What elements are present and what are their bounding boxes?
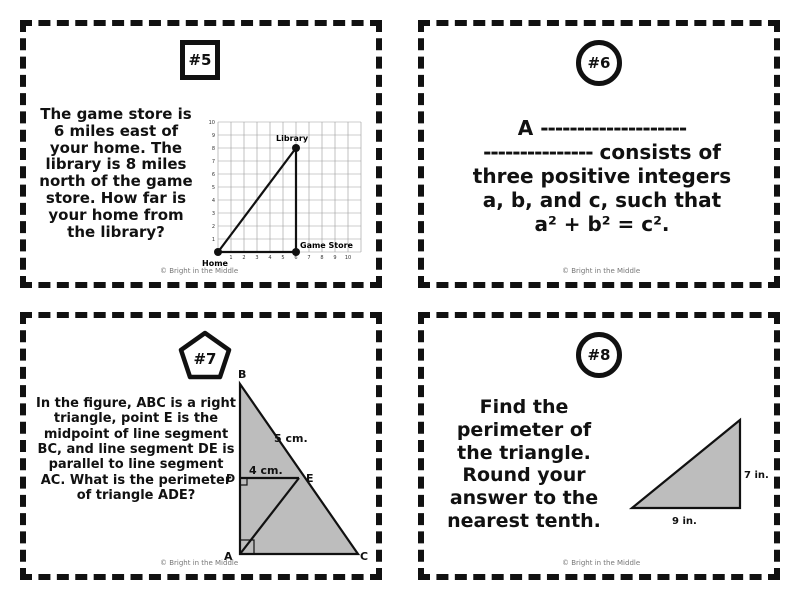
- copyright: © Bright in the Middle: [160, 559, 239, 567]
- game-store-label: Game Store: [300, 241, 354, 250]
- question-text: In the figure, ABC is a right triangle, …: [36, 396, 237, 503]
- copyright: © Bright in the Middle: [160, 267, 239, 275]
- point-e-label: E: [306, 472, 314, 485]
- right-triangle-figure: 7 in. 9 in.: [628, 417, 769, 527]
- height-label: 7 in.: [744, 470, 769, 481]
- right-angle-d: [239, 477, 248, 486]
- y-tick-labels: 1 2 3 4 5 6 7 8 9 10: [209, 120, 215, 243]
- definition-text: A -------------------- --------------- c…: [442, 116, 762, 236]
- triangle-abc: [238, 380, 361, 556]
- line4: a, b, and c, such that: [482, 188, 722, 212]
- x-tick: 4: [268, 255, 271, 261]
- card-number-badge: #8: [576, 332, 622, 378]
- y-tick: 10: [209, 120, 215, 126]
- task-card-6: #6 A -------------------- --------------…: [418, 20, 780, 288]
- pentagon-icon: [178, 330, 232, 380]
- blank-line-1: --------------------: [540, 116, 687, 140]
- question-text: Find the perimeter of the triangle. Roun…: [447, 396, 601, 532]
- card-number: #5: [188, 51, 212, 69]
- line1-prefix: A: [517, 116, 534, 140]
- x-tick: 6: [294, 255, 297, 261]
- triangle-figure: B A C D E 5 cm. 4 cm.: [224, 368, 368, 563]
- be-length-label: 5 cm.: [274, 432, 308, 445]
- coordinate-graph: 1 2 3 4 5 6 7 8 9 10 1 2 3 4 5 6 7 8 9 1…: [202, 120, 362, 268]
- point-d-label: D: [226, 472, 235, 485]
- x-tick: 9: [333, 255, 336, 261]
- y-tick: 2: [212, 224, 215, 230]
- x-tick: 7: [307, 255, 310, 261]
- x-tick: 1: [229, 255, 232, 261]
- y-tick: 9: [212, 133, 215, 139]
- card-number-badge: #7: [178, 330, 232, 380]
- y-tick: 1: [212, 237, 215, 243]
- x-tick: 3: [255, 255, 258, 261]
- equation: a² + b² = c².: [534, 212, 670, 236]
- x-tick: 2: [242, 255, 245, 261]
- task-card-8: #8 Find the perimeter of the triangle. R…: [418, 312, 780, 580]
- triangle-path: [217, 147, 298, 254]
- segment-ae: [239, 477, 300, 555]
- card-number: #7: [193, 350, 217, 368]
- vertex-a-label: A: [224, 550, 233, 563]
- de-length-label: 4 cm.: [249, 464, 283, 477]
- library-label: Library: [276, 134, 309, 143]
- y-tick: 3: [212, 211, 215, 217]
- card-number: #8: [587, 346, 611, 364]
- blank-line-2: ---------------: [483, 140, 594, 164]
- y-tick: 5: [212, 185, 215, 191]
- copyright: © Bright in the Middle: [562, 267, 641, 275]
- x-tick: 5: [281, 255, 284, 261]
- y-tick: 7: [212, 159, 215, 165]
- home-label: Home: [202, 259, 229, 268]
- vertex-c-label: C: [360, 550, 368, 563]
- x-tick-labels: 1 2 3 4 5 6 7 8 9 10: [229, 255, 351, 261]
- line2-suffix: consists of: [599, 140, 721, 164]
- grid-lines: [217, 121, 362, 253]
- triangle-shape: [628, 417, 742, 510]
- x-tick: 8: [320, 255, 323, 261]
- vertex-b-label: B: [238, 368, 246, 381]
- card-number: #6: [587, 54, 611, 72]
- game-store-point: [292, 248, 300, 256]
- right-angle-a: [239, 539, 255, 555]
- card-number-badge: #5: [180, 40, 220, 80]
- y-tick: 4: [212, 198, 215, 204]
- card-number-badge: #6: [576, 40, 622, 86]
- y-tick: 6: [212, 172, 215, 178]
- question-text: The game store is 6 miles east of your h…: [39, 105, 193, 241]
- home-point: [214, 248, 222, 256]
- library-point: [292, 144, 300, 152]
- x-tick: 10: [345, 255, 351, 261]
- task-card-5: #5 The game store is 6 miles east of you…: [20, 20, 382, 288]
- task-card-7: #7 In the figure, ABC is a right triangl…: [20, 312, 382, 580]
- line3: three positive integers: [472, 164, 732, 188]
- copyright: © Bright in the Middle: [562, 559, 641, 567]
- base-label: 9 in.: [672, 516, 697, 527]
- y-tick: 8: [212, 146, 215, 152]
